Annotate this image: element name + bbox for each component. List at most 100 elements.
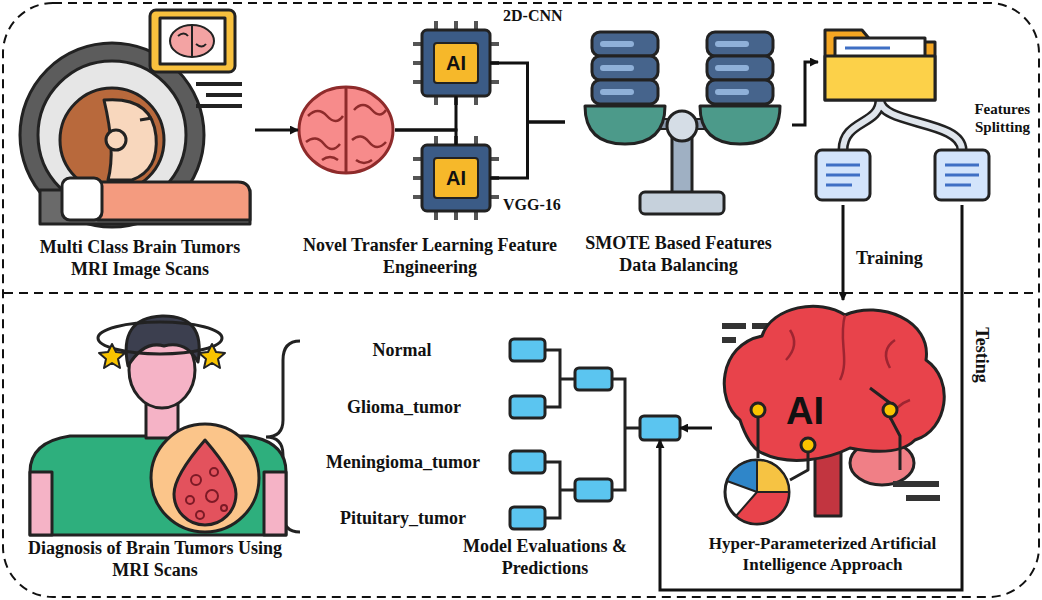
patient-icon-part [264, 472, 286, 535]
mri-scanner-icon-part [196, 82, 242, 86]
ai-chip-icon [413, 136, 499, 220]
flow-arrow [255, 129, 298, 132]
flow-arrow [680, 427, 712, 430]
ai-chip-icon-part [422, 145, 490, 211]
ai-brain-icon-part [893, 481, 939, 487]
balance-scale-icon-part [707, 80, 773, 104]
balance-scale-icon-part [592, 80, 658, 104]
patient-icon-part-part [210, 468, 218, 476]
smote-block: SMOTE Based Features Data Balancing [565, 28, 792, 280]
evaluation-block: Model Evaluations & Predictions [640, 416, 680, 440]
folder-icon-part [825, 56, 935, 100]
node-caption: 2D-CNN [503, 6, 577, 26]
balance-scale-icon-part [600, 41, 749, 95]
mri-scanner-icon-part [160, 18, 225, 64]
folder-icon-part [880, 100, 962, 150]
patient-icon-part [98, 322, 222, 354]
brain-icon-part [345, 87, 348, 173]
folder-icon-part [880, 100, 962, 150]
mri-scanner-icon-part [178, 25, 206, 57]
mri-scanner-icon-part [106, 130, 126, 150]
node-caption: SMOTE Based Features Data Balancing [565, 233, 792, 277]
balance-scale-icon-part-part [600, 89, 634, 95]
balance-scale-icon-part [707, 32, 773, 56]
ai-chip-icon-part [434, 158, 478, 198]
class-label: Glioma_tumor [347, 396, 461, 418]
ai-brain-icon-part [722, 323, 746, 329]
folder-icon-part-part [945, 184, 971, 187]
cnn-chip: AI2D-CNN [422, 30, 490, 96]
folder-icon-part-part [826, 164, 860, 167]
patient-icon-part-part [206, 490, 218, 502]
ai-model-block: AIHyper-Parameterized Artificial Intelli… [712, 300, 955, 528]
node-caption: VGG-16 [503, 195, 577, 215]
patient-icon [30, 316, 286, 535]
folder-icon-part [843, 100, 880, 150]
folder-icon-part [843, 100, 880, 150]
evaluation-tree-part [612, 379, 640, 490]
evaluation-tree-part-part [575, 479, 612, 501]
node-caption: Hyper-Parameterized Artificial Intellige… [690, 534, 955, 575]
node-caption: Multi Class Brain Tumors MRI Image Scans [25, 237, 255, 281]
ai-brain-icon-part [751, 403, 765, 417]
ai-brain-icon [722, 306, 944, 524]
evaluation-tree-part-part [640, 416, 680, 440]
feature-split-block: Features Splitting [818, 18, 1035, 205]
folder-icon-part [935, 150, 989, 200]
mri-scanner-icon [20, 10, 250, 227]
evaluation-tree-part-part [510, 507, 545, 529]
balance-scale-icon-part-part [715, 41, 749, 47]
brain-icon [299, 87, 393, 173]
brain-icon-part [306, 138, 340, 149]
brain-icon-part [352, 136, 386, 147]
ai-chip-icon [413, 21, 499, 105]
ai-brain-icon-part [883, 403, 897, 417]
class-label: Meningioma_tumor [326, 451, 480, 473]
patient-icon-part-part [191, 475, 201, 485]
ai-brain-icon-part [758, 388, 900, 480]
flow-arrow [792, 62, 818, 125]
evaluation-tree-part-part [510, 396, 545, 418]
evaluation-tree-part [510, 339, 680, 529]
ai-brain-icon-part [815, 450, 841, 516]
balance-scale-icon-part [707, 56, 773, 80]
brain-icon-part [322, 157, 372, 163]
patient-icon-part-part [196, 511, 204, 519]
folder-icon-part [845, 47, 890, 50]
mri-scanner-icon-part [98, 182, 250, 220]
patient-icon-part [199, 344, 225, 368]
patient-icon-part-part [221, 505, 227, 511]
mri-scanner-icon-part [206, 93, 242, 97]
edge-label: Training [856, 247, 923, 269]
folder-icon-part-part [945, 174, 979, 177]
phase-label: Testing [971, 327, 993, 382]
flow-arrow [395, 130, 456, 145]
folder-icon [816, 30, 989, 200]
brain-icon-part [354, 105, 386, 115]
balance-scale-icon-part [592, 56, 658, 80]
brain-icon-part [299, 87, 393, 173]
class-label: Pituitary_tumor [340, 507, 466, 529]
frame-part [3, 3, 1039, 597]
node-caption: Model Evaluations & Predictions [456, 536, 634, 580]
flow-arrow [490, 122, 565, 178]
ai-chip-icon-part [434, 43, 478, 83]
ai-brain-icon-part [727, 460, 757, 492]
balance-scale-icon-part-part [715, 65, 749, 71]
chip-label: AI [434, 43, 478, 83]
balance-scale-icon-part [667, 111, 697, 141]
chip-label: AI [770, 390, 840, 432]
mri-scanner-icon-part [60, 88, 164, 192]
mri-scanner-icon-part [104, 100, 156, 180]
chip-label: AI [434, 158, 478, 198]
ai-brain-icon-part [736, 492, 789, 524]
evaluation-tree-part [545, 462, 575, 518]
balance-scale-icon-part-part [715, 89, 749, 95]
node-caption: Diagnosis of Brain Tumors Using MRI Scan… [20, 538, 290, 582]
evaluation-tree-part [545, 350, 575, 407]
balance-scale-icon-part-part [600, 41, 634, 47]
